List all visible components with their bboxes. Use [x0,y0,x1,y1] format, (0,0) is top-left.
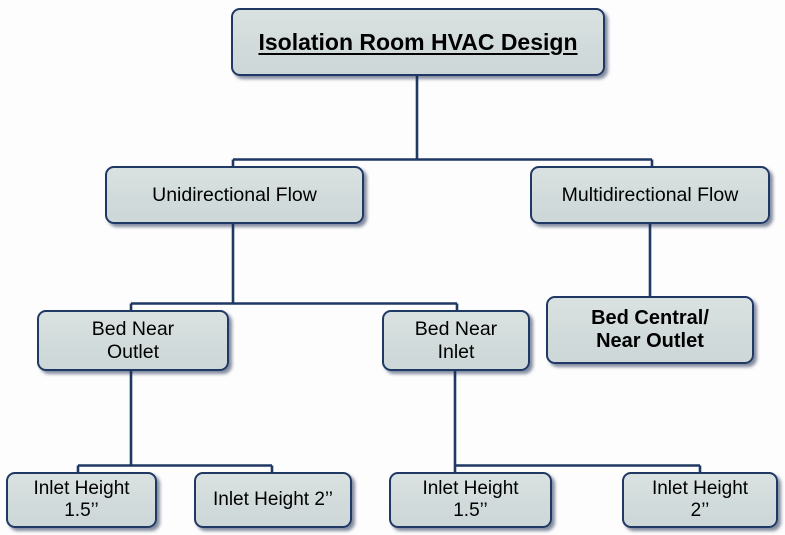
node-inlet-height-1-5-right-label: Inlet Height 1.5’’ [422,478,519,521]
node-inlet-height-2-right[interactable]: Inlet Height 2’’ [622,472,778,528]
node-unidirectional-flow-label: Unidirectional Flow [152,183,317,206]
node-inlet-height-2-right-label: Inlet Height 2’’ [651,478,749,521]
node-root[interactable]: Isolation Room HVAC Design [231,8,605,76]
node-root-label: Isolation Room HVAC Design [258,28,578,55]
node-inlet-height-2-left[interactable]: Inlet Height 2’’ [194,472,352,528]
node-inlet-height-1-5-left[interactable]: Inlet Height 1.5’’ [6,472,157,528]
node-bed-near-inlet[interactable]: Bed Near Inlet [382,310,530,371]
node-inlet-height-1-5-left-label: Inlet Height 1.5’’ [33,478,130,521]
node-bed-near-outlet[interactable]: Bed Near Outlet [37,310,229,371]
node-bed-central-near-outlet[interactable]: Bed Central/ Near Outlet [546,296,754,364]
node-bed-near-inlet-label: Bed Near Inlet [414,318,498,363]
node-bed-near-outlet-label: Bed Near Outlet [91,318,175,363]
node-unidirectional-flow[interactable]: Unidirectional Flow [105,166,364,224]
node-inlet-height-1-5-right[interactable]: Inlet Height 1.5’’ [389,472,552,528]
node-multidirectional-flow[interactable]: Multidirectional Flow [530,166,770,224]
node-multidirectional-flow-label: Multidirectional Flow [561,183,739,206]
node-inlet-height-2-left-label: Inlet Height 2’’ [212,489,334,511]
node-bed-central-near-outlet-label: Bed Central/ Near Outlet [591,307,709,352]
